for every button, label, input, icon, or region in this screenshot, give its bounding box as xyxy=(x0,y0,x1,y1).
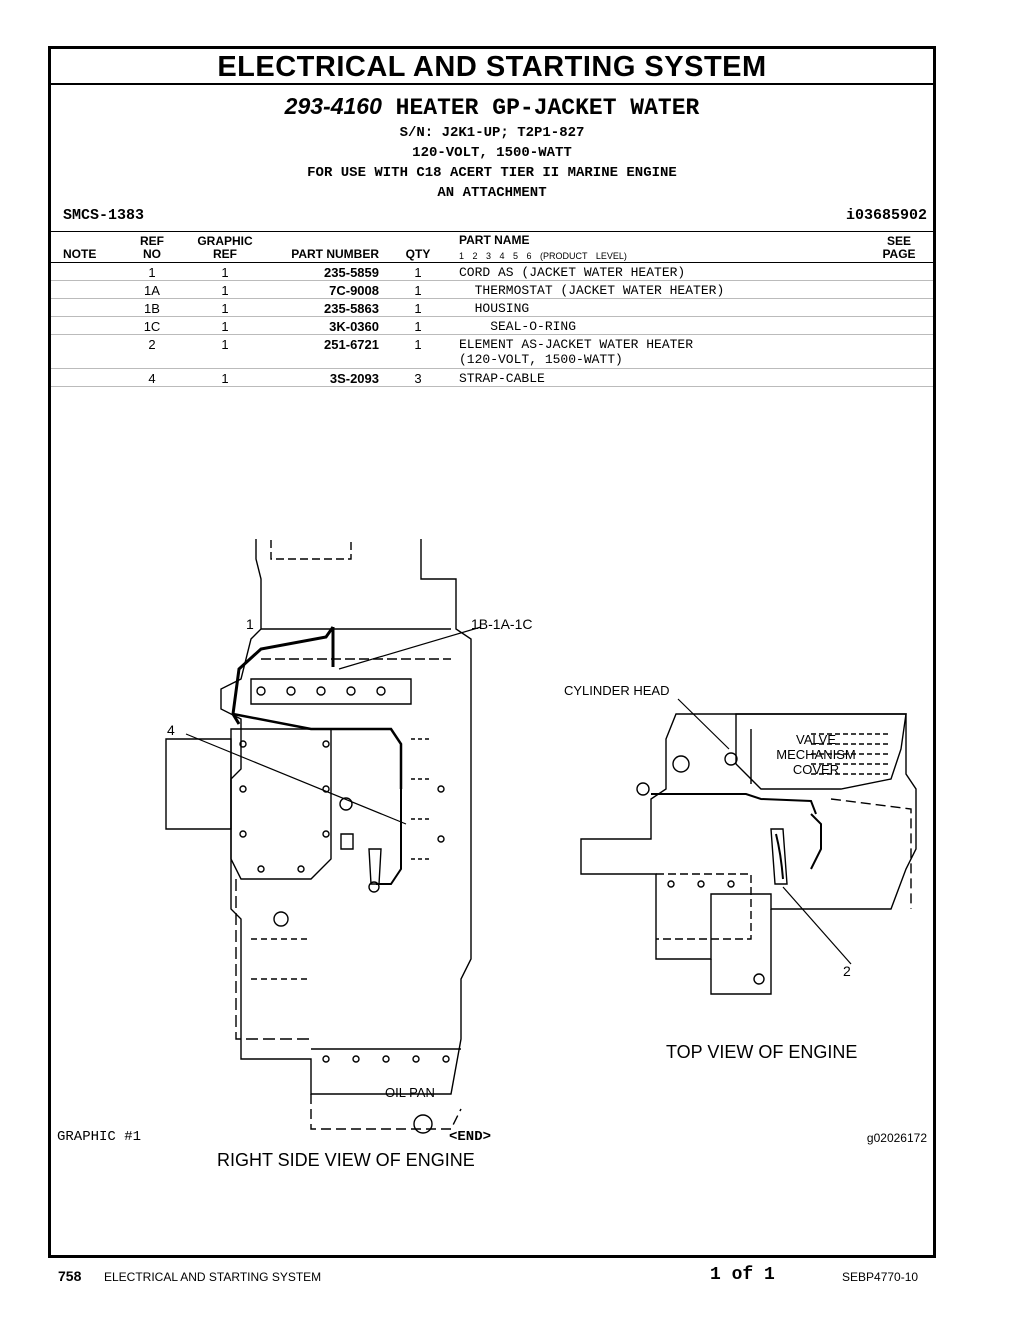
header-see-top: SEE xyxy=(886,234,911,248)
ref-no: 1B xyxy=(144,301,160,316)
header-ref-top: REF xyxy=(140,234,164,248)
group-title: 293-4160 HEATER GP-JACKET WATER xyxy=(51,91,933,123)
part-name: ELEMENT AS-JACKET WATER HEATER (120-VOLT… xyxy=(459,337,694,367)
table-row: 1C 1 3K-0360 1 SEAL-O-RING xyxy=(51,317,933,335)
header-see-bottom: PAGE xyxy=(882,247,916,261)
table-row: 1A 1 7C-9008 1 THERMOSTAT (JACKET WATER … xyxy=(51,281,933,299)
label-mechanism: MECHANISM xyxy=(776,747,855,762)
part-number: 3K-0360 xyxy=(329,319,379,334)
usage-line: FOR USE WITH C18 ACERT TIER II MARINE EN… xyxy=(307,165,677,181)
quantity: 1 xyxy=(414,283,422,298)
quantity: 1 xyxy=(414,301,422,316)
header-qty: QTY xyxy=(405,247,431,261)
engine-illustration: 1 1B-1A-1C 4 CYLINDER HEAD VALVE MECHANI… xyxy=(165,539,917,1170)
page-frame: ELECTRICAL AND STARTING SYSTEM 293-4160 … xyxy=(48,46,936,1258)
page-number: 758 xyxy=(58,1268,82,1284)
header-ref-bottom: NO xyxy=(143,247,161,261)
ref-no: 1 xyxy=(148,265,156,280)
header-part-name: PART NAME xyxy=(459,233,530,247)
graphic-ref: 1 xyxy=(221,283,229,298)
table-row: 1 1 235-5859 1 CORD AS (JACKET WATER HEA… xyxy=(51,263,933,281)
ref-no: 2 xyxy=(148,337,156,352)
ref-no: 1C xyxy=(143,319,161,334)
part-number: 251-6721 xyxy=(324,337,379,352)
group-header: 293-4160 HEATER GP-JACKET WATER S/N: J2K… xyxy=(51,91,933,203)
header-part-number: PART NUMBER xyxy=(291,247,379,261)
parts-table: NOTE REF NO GRAPHIC REF PART NUMBER QTY … xyxy=(51,231,933,387)
graphic-label: GRAPHIC #1 xyxy=(57,1129,142,1145)
label-cylinder-head: CYLINDER HEAD xyxy=(564,683,669,698)
section-title: ELECTRICAL AND STARTING SYSTEM xyxy=(51,49,933,85)
ref-no: 1A xyxy=(144,283,160,298)
part-name: HOUSING xyxy=(459,301,530,316)
label-right-side-view: RIGHT SIDE VIEW OF ENGINE xyxy=(217,1150,475,1170)
graphic-ref: 1 xyxy=(221,319,229,334)
quantity: 1 xyxy=(414,319,422,334)
part-name: CORD AS (JACKET WATER HEATER) xyxy=(459,265,686,280)
label-cover: COVER xyxy=(793,762,839,777)
graphic-id: g02026172 xyxy=(866,1131,927,1145)
rating-line: 120-VOLT, 1500-WATT xyxy=(412,145,572,161)
table-header: NOTE REF NO GRAPHIC REF PART NUMBER QTY … xyxy=(51,231,933,263)
part-name: THERMOSTAT (JACKET WATER HEATER) xyxy=(459,283,725,298)
table-row: 1B 1 235-5863 1 HOUSING xyxy=(51,299,933,317)
document-id: i03685902 xyxy=(845,207,927,224)
attachment-line: AN ATTACHMENT xyxy=(437,185,547,201)
graphic-ref: 1 xyxy=(221,371,229,386)
part-name: STRAP-CABLE xyxy=(459,371,545,386)
callout-1: 1 xyxy=(246,616,254,632)
label-oil-pan: OIL PAN xyxy=(385,1085,435,1100)
group-part-number: 293-4160 xyxy=(284,93,382,119)
document-number: SEBP4770-10 xyxy=(842,1270,919,1284)
graphic-ref: 1 xyxy=(221,337,229,352)
header-product-levels: 1 2 3 4 5 6 (PRODUCT LEVEL) xyxy=(459,251,627,261)
label-top-view: TOP VIEW OF ENGINE xyxy=(666,1042,857,1062)
part-number: 3S-2093 xyxy=(329,371,379,386)
header-note: NOTE xyxy=(63,247,97,261)
end-marker: <END> xyxy=(449,1129,492,1145)
page-section: ELECTRICAL AND STARTING SYSTEM xyxy=(104,1270,322,1284)
part-name: SEAL-O-RING xyxy=(459,319,577,334)
ref-no: 4 xyxy=(148,371,156,386)
quantity: 1 xyxy=(414,265,422,280)
part-number: 235-5863 xyxy=(324,301,379,316)
header-graphic-bottom: REF xyxy=(213,247,237,261)
callout-4: 4 xyxy=(167,722,175,738)
graphic-ref: 1 xyxy=(221,265,229,280)
graphic-ref: 1 xyxy=(221,301,229,316)
callout-1b-1a-1c: 1B-1A-1C xyxy=(471,616,532,632)
callout-2: 2 xyxy=(843,963,851,979)
quantity: 1 xyxy=(414,337,422,352)
page-count: 1 of 1 xyxy=(710,1265,775,1285)
part-number: 7C-9008 xyxy=(329,283,379,298)
header-graphic-top: GRAPHIC xyxy=(197,234,253,248)
smcs-code: SMCS-1383 xyxy=(63,207,145,224)
serial-line: S/N: J2K1-UP; T2P1-827 xyxy=(399,125,585,141)
group-name: HEATER GP-JACKET WATER xyxy=(395,95,700,121)
quantity: 3 xyxy=(414,371,422,386)
label-valve: VALVE xyxy=(796,732,836,747)
part-number: 235-5859 xyxy=(324,265,379,280)
table-row: 2 1 251-6721 1 ELEMENT AS-JACKET WATER H… xyxy=(51,335,933,369)
table-row: 4 1 3S-2093 3 STRAP-CABLE xyxy=(51,369,933,387)
